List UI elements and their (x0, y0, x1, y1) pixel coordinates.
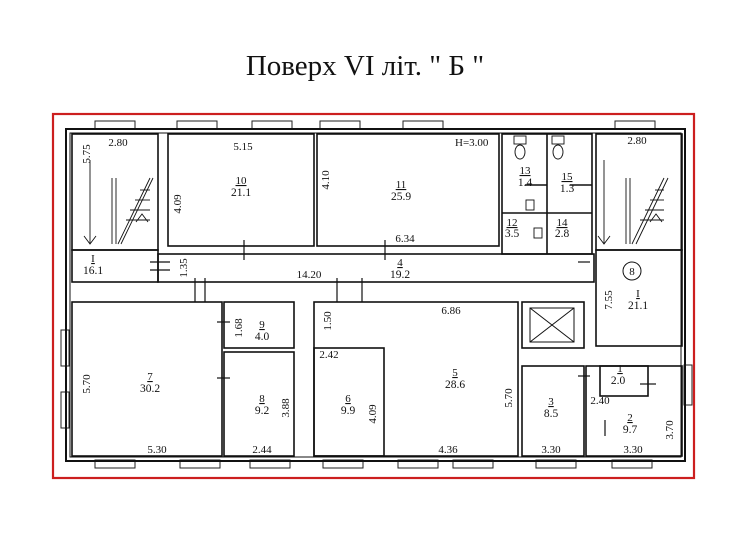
room-number: 6 (345, 393, 351, 405)
ceiling-height: H=3.00 (455, 137, 489, 149)
dimension-label: 2.44 (252, 444, 272, 456)
dimension-label: 3.70 (664, 420, 676, 440)
dimension-label: 2.42 (319, 349, 338, 361)
dimension-label: 5.30 (147, 444, 167, 456)
dimension-label: 2.40 (590, 395, 610, 407)
room-area: 28.6 (445, 379, 465, 391)
dimension-labels: 2.80 5.15 5.75 4.09 4.10 6.34 1.35 14.20… (81, 135, 676, 456)
room-number: 12 (507, 217, 518, 229)
room-number: 1 (617, 363, 623, 375)
dimension-label: 7.55 (603, 290, 615, 310)
room-area: 25.9 (391, 191, 411, 203)
room-area: 9.2 (255, 405, 270, 417)
room-number: 9 (259, 319, 265, 331)
dimension-label: 4.09 (172, 194, 184, 214)
room-area: 21.1 (628, 300, 648, 312)
room-area: 3.5 (505, 228, 520, 240)
dimension-label: 2.80 (627, 135, 647, 147)
dimension-label: 6.34 (395, 233, 415, 245)
dimension-label: 3.88 (280, 398, 292, 418)
room-number: 7 (147, 371, 153, 383)
room-labels: I 16.1 10 21.1 11 25.9 13 1.4 15 1.3 12 … (83, 165, 648, 436)
interior-walls (71, 133, 683, 457)
room-number: 13 (520, 165, 532, 177)
room-number: I (91, 253, 95, 265)
room-number: 3 (548, 396, 554, 408)
section-marker-circle (622, 261, 642, 281)
room-number: 4 (397, 257, 403, 269)
room-number: 8 (259, 393, 265, 405)
elevator-shaft (529, 307, 575, 343)
dimension-label: 1.68 (233, 318, 245, 338)
dimension-label: 5.75 (81, 144, 93, 164)
outer-walls (65, 128, 686, 462)
room-area: 9.7 (623, 424, 638, 436)
dimension-label: 4.10 (320, 170, 332, 190)
room-area: 30.2 (140, 383, 160, 395)
room-number: 11 (396, 179, 407, 191)
room-number: 2 (627, 412, 633, 424)
stairs-right (597, 160, 669, 245)
dimension-label: 4.09 (367, 404, 379, 424)
room-number: 14 (557, 217, 569, 229)
room-area: 21.1 (231, 187, 251, 199)
room-area: 1.4 (518, 177, 533, 189)
toilet-fixtures (513, 135, 565, 239)
plan-title: Поверх VI літ. " Б " (245, 50, 485, 82)
room-area: 19.2 (390, 269, 410, 281)
dimension-label: 5.70 (503, 388, 515, 408)
dimension-label: 14.20 (297, 269, 322, 281)
dimension-label: 4.36 (438, 444, 458, 456)
plan-frame (51, 112, 696, 480)
room-number: 5 (452, 367, 458, 379)
dimension-label: 5.70 (81, 374, 93, 394)
dimension-label: 3.30 (623, 444, 643, 456)
dimension-label: 6.86 (441, 305, 461, 317)
door-marks (150, 240, 656, 436)
room-area: 1.3 (560, 183, 575, 195)
dimension-label: 1.35 (178, 258, 190, 278)
room-area: 8.5 (544, 408, 559, 420)
room-number: I (636, 288, 640, 300)
top-windows (94, 120, 656, 130)
room-area: 2.0 (611, 375, 626, 387)
room-area: 4.0 (255, 331, 270, 343)
room-number: 15 (562, 171, 574, 183)
dimension-label: 3.30 (541, 444, 561, 456)
dimension-label: 5.15 (233, 141, 253, 153)
section-marker-label: 8 (629, 266, 635, 278)
dimension-label: 1.50 (322, 311, 334, 331)
room-number: 10 (236, 175, 248, 187)
room-area: 2.8 (555, 228, 570, 240)
room-area: 16.1 (83, 265, 103, 277)
room-area: 9.9 (341, 405, 356, 417)
stairs-left (83, 160, 154, 245)
dimension-label: 2.80 (108, 137, 128, 149)
